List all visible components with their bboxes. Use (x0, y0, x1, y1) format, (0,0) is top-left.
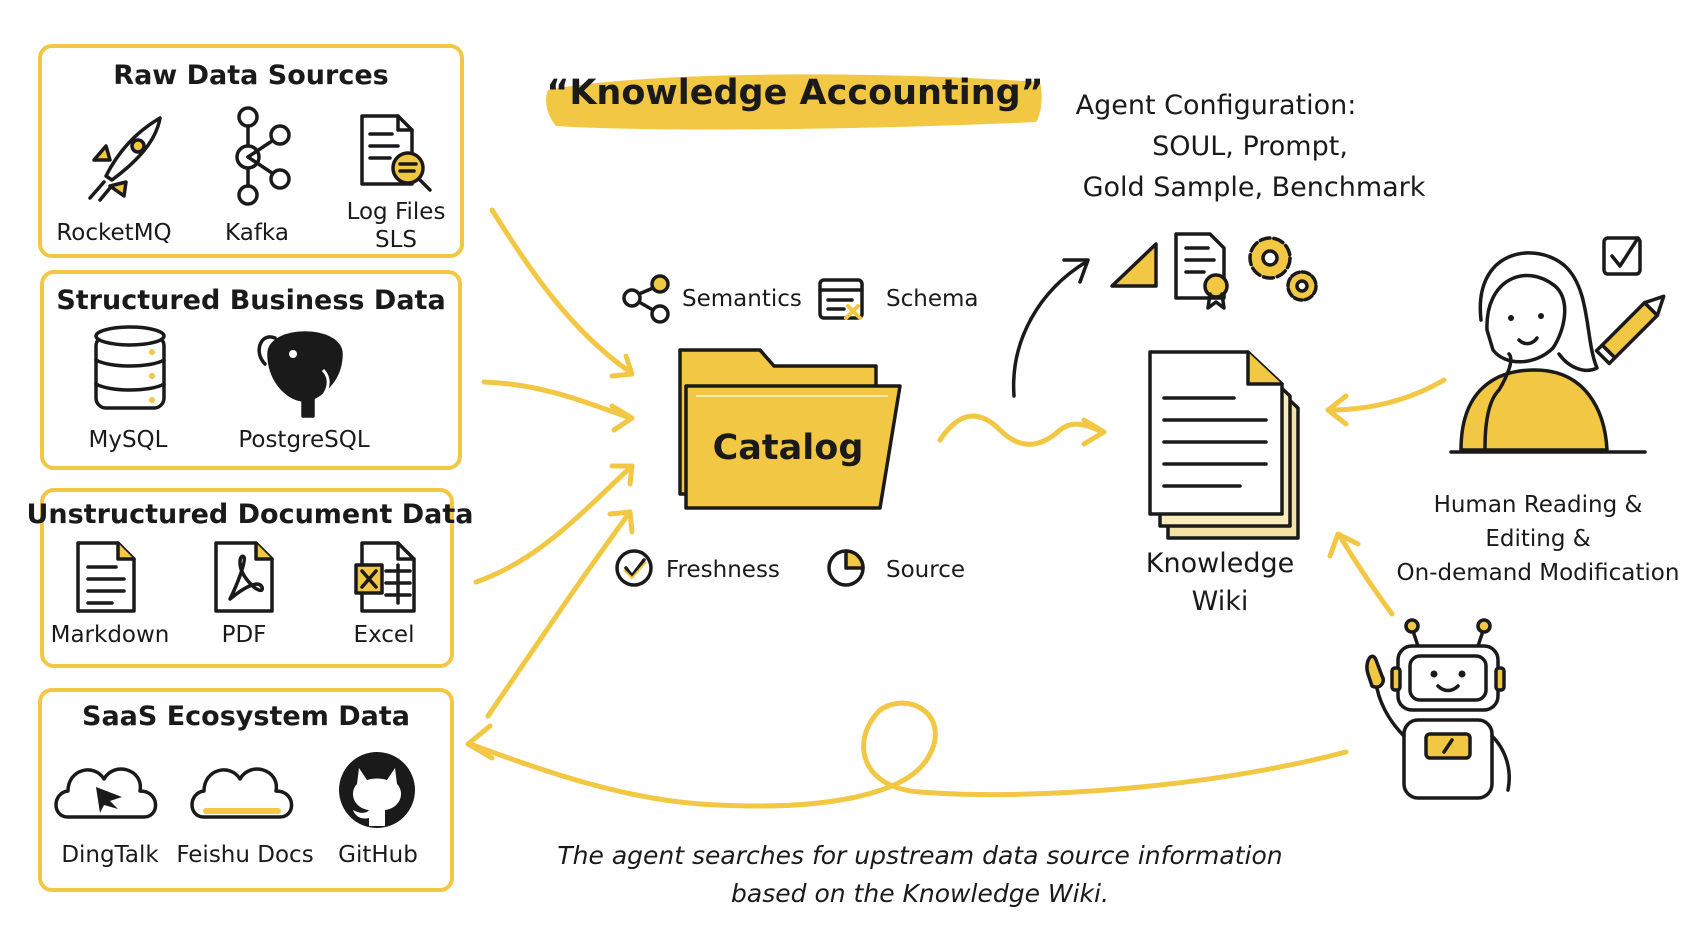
pencil-icon (1594, 294, 1666, 366)
schema-icon (818, 278, 864, 320)
arrow-robot-to-wiki (1327, 531, 1395, 617)
arrow-unstructured-to-catalog (473, 463, 635, 585)
catalog-attr-source: Source (827, 549, 965, 587)
agent-config-line2: SOUL, Prompt, (1152, 131, 1348, 162)
group-raw-data-sources: Raw Data Sources RocketMQ Kafka (38, 44, 464, 258)
group-structured-business-data: Structured Business Data MySQL PostgreSQ… (40, 270, 462, 470)
log-file-search-icon (360, 114, 432, 192)
excel-icon (354, 541, 416, 613)
arrow-catalog-to-wiki (937, 413, 1107, 447)
catalog-folder: Catalog (678, 348, 902, 510)
database-icon (94, 325, 166, 410)
attr-label: Semantics (682, 286, 802, 312)
github-icon (339, 752, 415, 828)
check-circle-icon (615, 549, 653, 587)
wiki-label-line2: Wiki (1192, 586, 1249, 617)
title-text: “Knowledge Accounting” (546, 73, 1043, 113)
item-label: Feishu Docs (176, 842, 313, 868)
catalog-attr-schema: Schema (818, 278, 978, 320)
arrow-raw-to-catalog (489, 207, 633, 375)
catalog-label: Catalog (713, 428, 864, 468)
certificate-icon (1174, 232, 1229, 310)
cloud-icon (190, 767, 294, 819)
gears-icon (1248, 236, 1318, 302)
arrow-saas-to-catalog (485, 509, 633, 719)
agent-configuration: Agent Configuration: SOUL, Prompt, Gold … (1076, 90, 1426, 310)
catalog-attr-freshness: Freshness (615, 549, 780, 587)
item-label: DingTalk (61, 842, 159, 868)
group-saas-ecosystem-data: SaaS Ecosystem Data DingTalk Feishu Docs… (38, 688, 454, 892)
catalog-attr-semantics: Semantics (622, 274, 802, 324)
agent-config-line1: Agent Configuration: (1076, 90, 1357, 121)
arrow-human-to-wiki (1325, 377, 1447, 427)
robot-figure (1365, 618, 1511, 800)
elephant-icon (257, 331, 343, 418)
wiki-label-line1: Knowledge (1146, 548, 1294, 579)
arrow-to-agent-config (1011, 258, 1090, 398)
arrow-structured-to-catalog (481, 379, 633, 421)
arrow-robot-to-sources (465, 700, 1349, 809)
item-label-line1: Log Files (347, 199, 446, 225)
group-box (40, 270, 462, 470)
group-box (38, 688, 454, 892)
item-label: MySQL (89, 427, 168, 453)
agent-config-line3: Gold Sample, Benchmark (1083, 172, 1426, 203)
item-label: PDF (222, 622, 267, 648)
item-label: Markdown (51, 622, 170, 648)
group-title: Unstructured Document Data (26, 499, 473, 530)
attr-label: Freshness (666, 557, 780, 583)
attr-label: Source (886, 557, 965, 583)
item-label: Kafka (225, 220, 289, 246)
title-highlight (546, 74, 1042, 130)
share-icon (622, 274, 670, 324)
group-box (38, 44, 464, 258)
item-label: GitHub (338, 842, 418, 868)
knowledge-wiki: Knowledge Wiki (1146, 350, 1300, 617)
item-label-line2: SLS (375, 227, 417, 253)
group-title: Structured Business Data (56, 285, 445, 316)
human-label-line1: Human Reading & (1434, 492, 1643, 518)
group-box (40, 488, 454, 668)
attr-label: Schema (886, 286, 978, 312)
pie-chart-icon (827, 549, 865, 587)
group-title: SaaS Ecosystem Data (82, 701, 410, 732)
human-label-line2: Editing & (1485, 526, 1590, 552)
dingtalk-cloud-icon (54, 767, 158, 819)
checkbox-icon (1602, 236, 1642, 276)
item-label: Excel (354, 622, 415, 648)
caption-line2: based on the Knowledge Wiki. (731, 879, 1109, 908)
caption: The agent searches for upstream data sou… (557, 841, 1282, 908)
human-figure (1449, 251, 1647, 454)
item-label: PostgreSQL (238, 427, 370, 453)
triangle-ruler-icon (1110, 242, 1158, 288)
group-unstructured-document-data: Unstructured Document Data Markdown PDF (26, 488, 474, 668)
human-label-line3: On-demand Modification (1397, 560, 1680, 586)
title: “Knowledge Accounting” (546, 73, 1044, 130)
pdf-icon (214, 541, 274, 613)
kafka-icon (235, 106, 291, 206)
source-arrows (473, 207, 635, 719)
caption-line1: The agent searches for upstream data sou… (557, 841, 1282, 870)
rocket-icon (88, 116, 162, 202)
group-title: Raw Data Sources (113, 60, 388, 91)
document-icon (76, 541, 136, 613)
item-label: RocketMQ (56, 220, 171, 246)
